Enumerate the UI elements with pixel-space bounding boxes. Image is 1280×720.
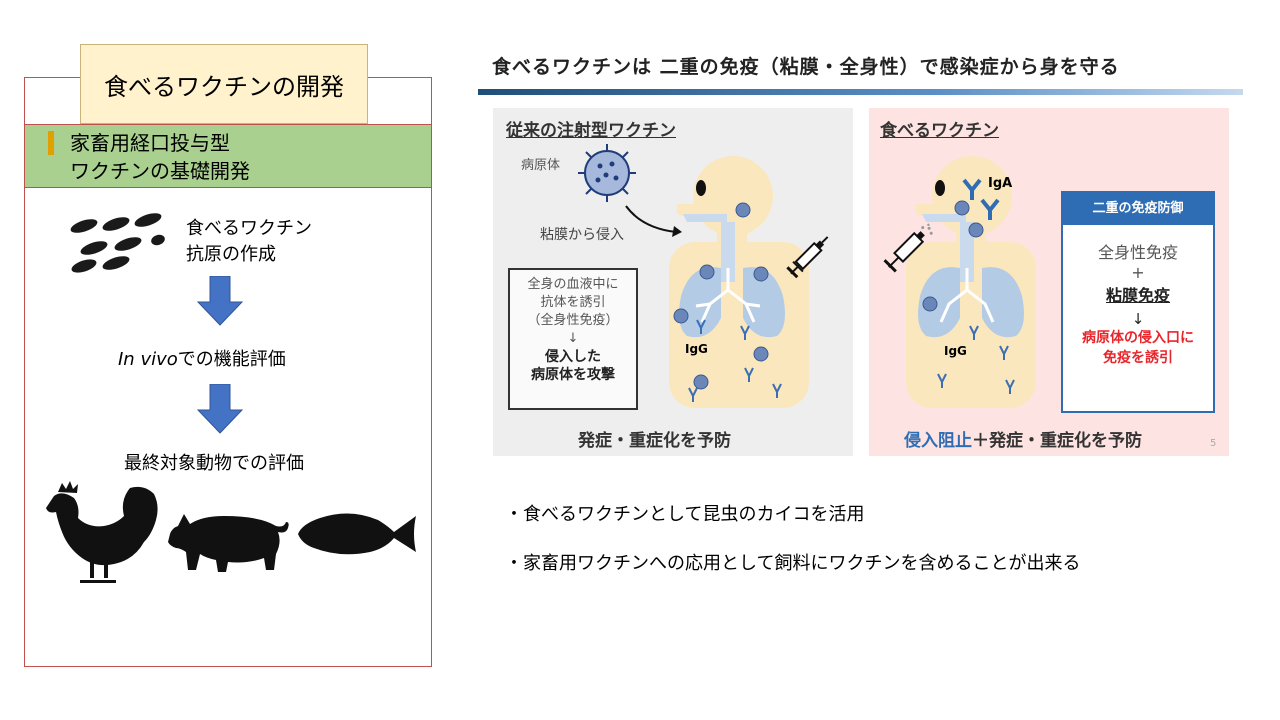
step2-italic: In vivo (118, 349, 178, 370)
bullet-1: ・食べるワクチンとして昆虫のカイコを活用 (505, 504, 865, 525)
fish-icon (298, 513, 416, 555)
page-number: 5 (1210, 438, 1217, 449)
box-line-4: 侵入した (545, 349, 601, 365)
systemic-immunity-label: 全身性免疫 (1097, 243, 1178, 262)
step1-text: 食べるワクチン 抗原の作成 (186, 216, 312, 268)
down-arrow-icon (196, 276, 244, 326)
pig-icon (168, 514, 289, 572)
dual-immunity-title: 二重の免疫防御 (1063, 193, 1213, 225)
subtitle-band (24, 124, 432, 188)
igg-label-edible: IgG (944, 344, 967, 358)
subtitle-line-1: 家畜用経口投与型 (70, 131, 230, 155)
silkworm-icon (70, 213, 165, 273)
bullet-2: ・家畜用ワクチンへの応用として飼料にワクチンを含めることが出来る (505, 553, 1081, 574)
virus-icon (578, 144, 636, 202)
dual-immunity-box: 二重の免疫防御 全身性免疫 + 粘膜免疫 ↓ 病原体の侵入口に 免疫を誘引 (1061, 191, 1215, 413)
subtitle-line-2: ワクチンの基礎開発 (70, 159, 250, 183)
mucosal-immunity-label: 粘膜免疫 (1105, 286, 1170, 305)
step3-text: 最終対象動物での評価 (124, 451, 304, 477)
pathogen-label: 病原体 (521, 158, 561, 173)
entry-arrow-icon (625, 205, 682, 237)
human-figure-icon (906, 156, 1036, 408)
box-line-5: 病原体を攻撃 (531, 367, 615, 383)
step2-text: In vivoでの機能評価 (118, 347, 286, 373)
edible-footer: 侵入阻止＋発症・重症化を予防 (904, 426, 1142, 451)
syringe-icon (883, 223, 933, 273)
box-line-1: 全身の血液中に (527, 277, 619, 292)
down-arrow-icon (196, 384, 244, 434)
step2-rest: での機能評価 (177, 349, 286, 370)
red-line-2: 免疫を誘引 (1103, 350, 1173, 366)
box-line-2: 抗体を誘引 (540, 295, 606, 310)
step1-line-2: 抗原の作成 (186, 244, 276, 265)
mucosa-label: 粘膜から侵入 (540, 227, 624, 243)
band-marker (48, 131, 54, 155)
subtitle-text: 家畜用経口投与型 ワクチンの基礎開発 (70, 129, 250, 185)
igg-label: IgG (685, 342, 708, 356)
step1-line-1: 食べるワクチン (186, 218, 312, 239)
main-title: 食べるワクチンの開発 (80, 44, 368, 124)
rooster-icon (46, 481, 158, 583)
edible-footer-rest: ＋発症・重症化を予防 (972, 431, 1142, 451)
step3-label: 最終対象動物での評価 (124, 453, 304, 474)
main-title-text: 食べるワクチンの開発 (104, 72, 344, 101)
right-title: 食べるワクチンは 二重の免疫（粘膜・全身性）で感染症から身を守る (492, 56, 1120, 78)
conventional-heading: 従来の注射型ワクチン (506, 121, 676, 141)
box-arrow: ↓ (567, 331, 579, 346)
edible-footer-blue: 侵入阻止 (904, 431, 972, 451)
conventional-footer: 発症・重症化を予防 (578, 431, 731, 451)
red-line-1: 病原体の侵入口に (1082, 330, 1194, 346)
edible-heading: 食べるワクチン (880, 121, 999, 141)
dual-arrow: ↓ (1131, 310, 1145, 328)
plus-sign: + (1131, 263, 1145, 282)
box-line-3: （全身性免疫） (527, 313, 619, 328)
systemic-immunity-box: 全身の血液中に 抗体を誘引 （全身性免疫） ↓ 侵入した 病原体を攻撃 (508, 268, 638, 410)
iga-label: IgA (988, 176, 1013, 191)
syringe-icon (786, 236, 829, 279)
human-figure-icon (669, 156, 809, 408)
title-rule (478, 89, 1243, 95)
